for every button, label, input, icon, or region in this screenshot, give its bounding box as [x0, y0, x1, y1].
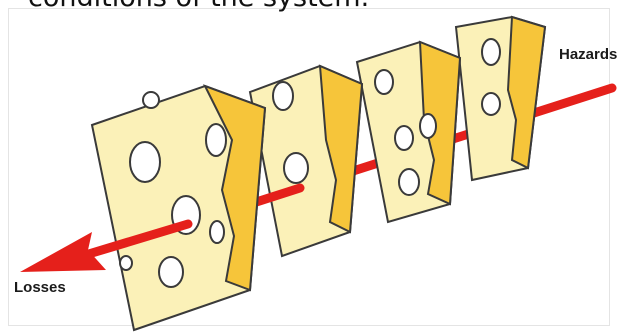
cheese-slice-3: [355, 40, 462, 224]
caption-text: conditions of the system.: [28, 0, 369, 11]
red-arrow-icon: [20, 219, 193, 272]
hazards-label: Hazards: [559, 46, 618, 63]
cheese-slice-4: [454, 15, 547, 182]
cheese-slice-2: [248, 64, 364, 258]
cheese-slice-1: [90, 84, 267, 332]
diagram-frame: [8, 8, 610, 326]
losses-label: Losses: [14, 279, 66, 296]
